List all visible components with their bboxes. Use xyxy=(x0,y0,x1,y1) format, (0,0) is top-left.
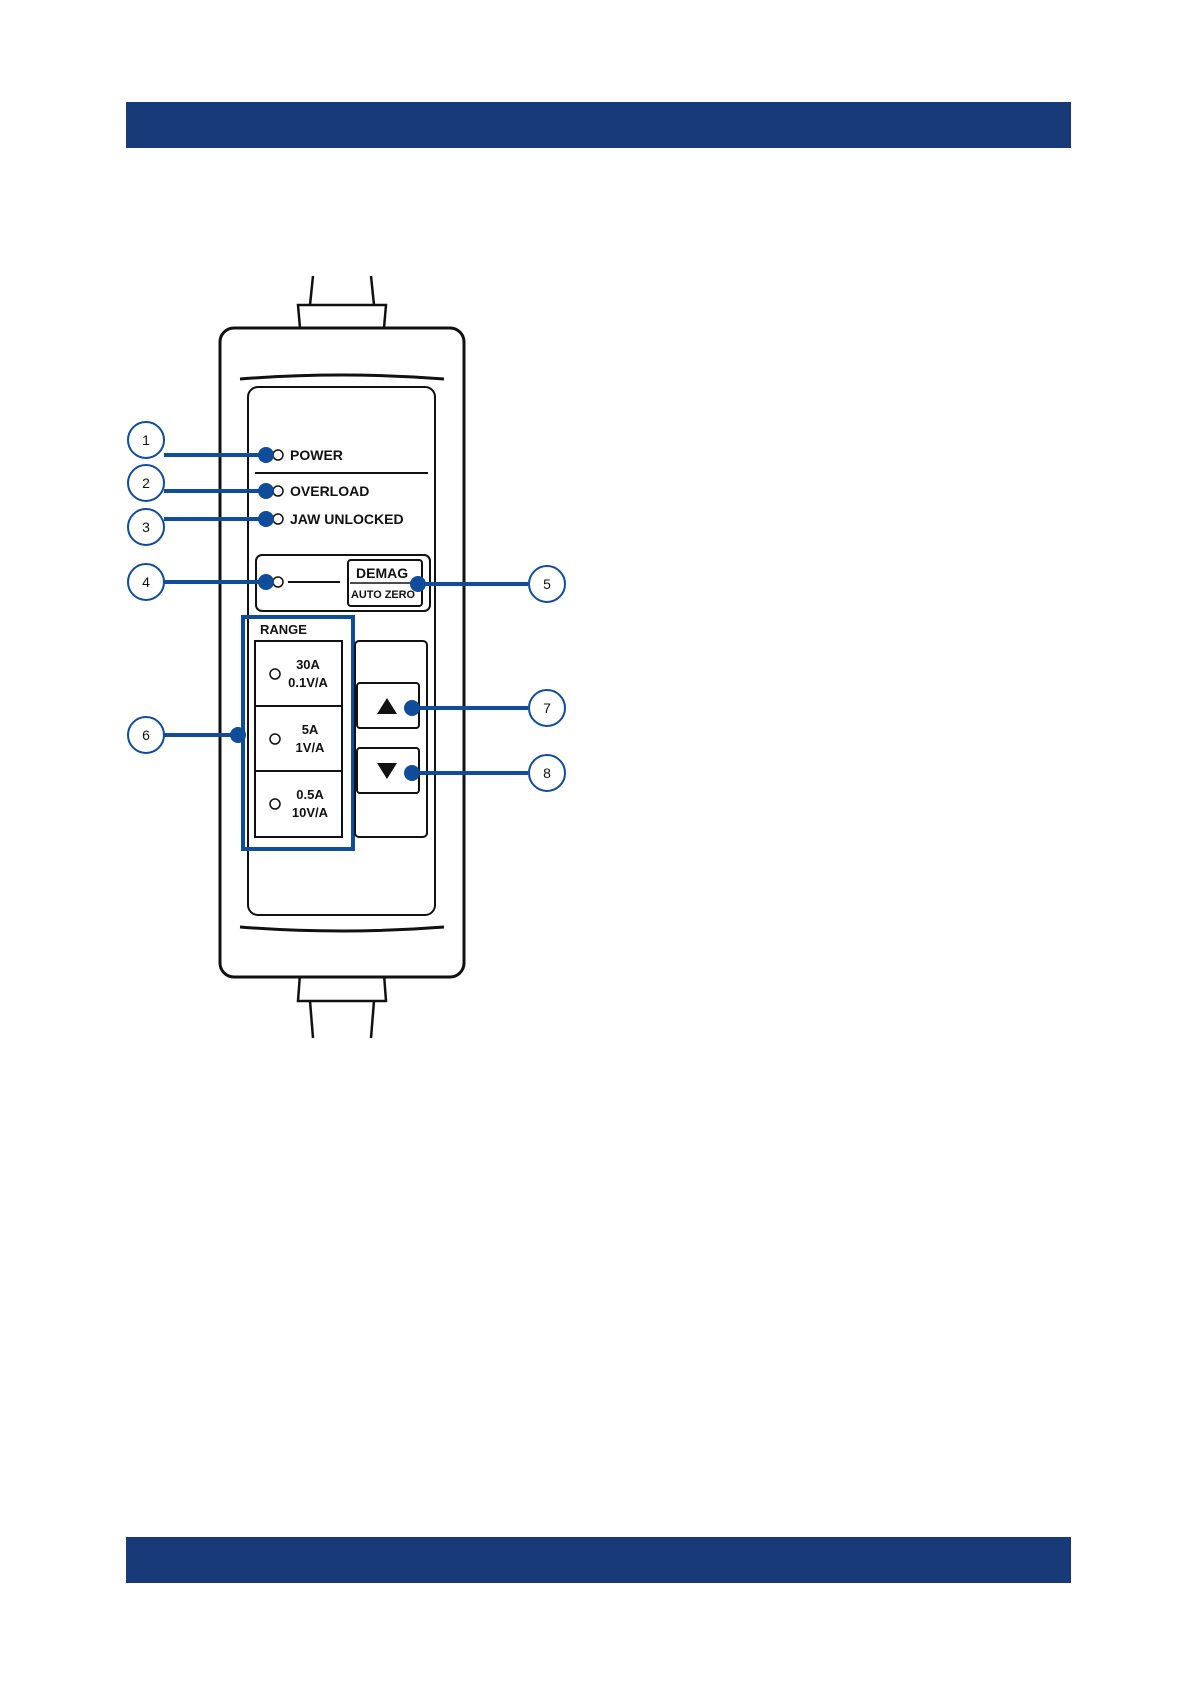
range-ratio: 0.1V/A xyxy=(288,675,328,690)
callout-number-6: 6 xyxy=(142,727,150,743)
callout-number-3: 3 xyxy=(142,519,150,535)
overload-label: OVERLOAD xyxy=(290,483,369,499)
auto-zero-label: AUTO ZERO xyxy=(351,589,415,601)
callout-number-5: 5 xyxy=(543,576,551,592)
range-current: 0.5A xyxy=(296,787,324,802)
range-current: 5A xyxy=(302,722,319,737)
range-ratio: 10V/A xyxy=(292,805,329,820)
callout-number-4: 4 xyxy=(142,574,150,590)
jaw-unlocked-label: JAW UNLOCKED xyxy=(290,511,404,527)
callout-number-8: 8 xyxy=(543,765,551,781)
callout-number-1: 1 xyxy=(142,432,150,448)
callout-number-2: 2 xyxy=(142,475,150,491)
callout-dot-3 xyxy=(260,513,272,525)
bottom-cable xyxy=(298,974,386,1038)
callout-dot-1 xyxy=(260,449,272,461)
callout-dot-7 xyxy=(406,702,418,714)
demag-label: DEMAG xyxy=(356,565,408,581)
range-current: 30A xyxy=(296,657,320,672)
range-title: RANGE xyxy=(260,622,307,637)
range-ratio: 1V/A xyxy=(296,740,326,755)
range-buttons-frame xyxy=(355,641,427,837)
callout-number-7: 7 xyxy=(543,700,551,716)
callout-dot-2 xyxy=(260,485,272,497)
power-label: POWER xyxy=(290,447,343,463)
callout-dot-4 xyxy=(260,576,272,588)
top-cable xyxy=(298,276,386,328)
callout-dot-8 xyxy=(406,767,418,779)
callout-dot-5 xyxy=(412,578,424,590)
callout-dot-6 xyxy=(232,729,244,741)
